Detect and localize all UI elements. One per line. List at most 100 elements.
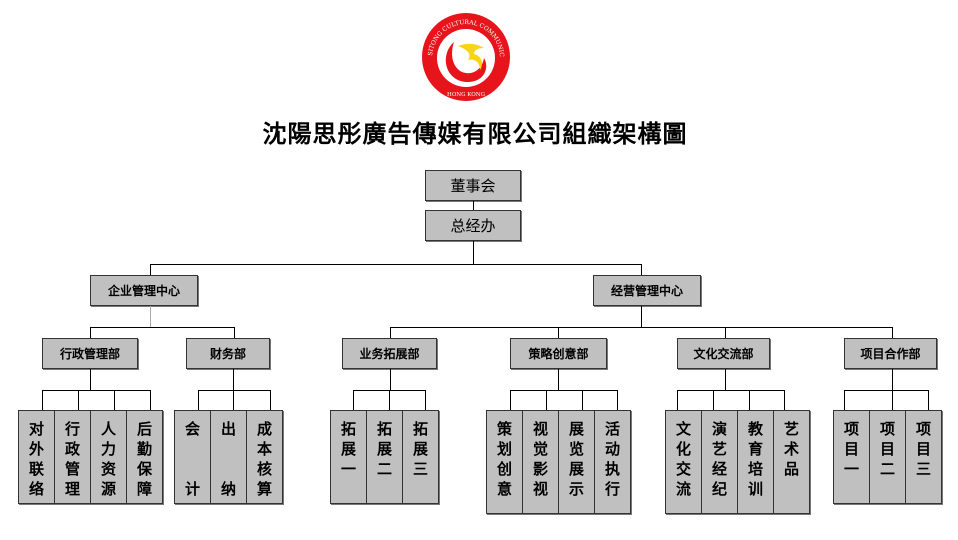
connector: [150, 264, 151, 275]
unit-label: 拓展二: [376, 420, 392, 478]
unit-label: 拓展一: [340, 420, 356, 478]
connector: [844, 390, 845, 410]
connector: [90, 327, 235, 328]
unit-strategy-box: 策划创意: [486, 410, 523, 514]
connector: [892, 327, 893, 338]
operations-center-box: 经营管理中心: [593, 275, 701, 306]
company-logo: SITONG CULTURAL COMMUNICATION CO.,LTD HO…: [415, 7, 514, 102]
connector: [844, 390, 929, 391]
connector: [389, 390, 390, 410]
board-box: 董事会: [425, 170, 521, 201]
dept-project-box: 项目合作部: [844, 338, 937, 369]
unit-finance-box: 会 计: [174, 410, 211, 504]
connector: [677, 390, 785, 391]
connector: [390, 327, 893, 328]
unit-label: 出 纳: [220, 420, 236, 498]
dept-strategy-box: 策略创意部: [510, 338, 607, 369]
unit-label: 项目一: [843, 420, 859, 478]
connector: [641, 306, 642, 327]
unit-finance-box: 成本核算: [246, 410, 283, 504]
connector: [390, 327, 391, 338]
dept-admin-box: 行政管理部: [42, 338, 138, 369]
connector: [42, 390, 151, 391]
connector: [892, 390, 893, 410]
unit-label: 后勤保障: [136, 420, 152, 498]
unit-culture-box: 艺术品: [773, 410, 810, 514]
connector: [892, 369, 893, 390]
unit-label: 视觉影视: [532, 420, 548, 498]
connector: [150, 390, 151, 410]
connector: [150, 264, 642, 265]
connector: [784, 390, 785, 410]
unit-admin-box: 对外联络: [18, 410, 55, 504]
connector: [114, 390, 115, 410]
unit-label: 项目二: [879, 420, 895, 478]
connector: [677, 390, 678, 410]
connector: [233, 390, 234, 410]
connector: [233, 369, 234, 390]
unit-strategy-box: 视觉影视: [522, 410, 559, 514]
connector: [558, 327, 559, 338]
unit-label: 文化交流: [675, 420, 691, 498]
connector: [928, 390, 929, 410]
unit-label: 艺术品: [783, 420, 799, 478]
unit-admin-box: 后勤保障: [126, 410, 163, 504]
connector: [749, 390, 750, 410]
unit-admin-box: 行政管理: [54, 410, 91, 504]
connector: [473, 241, 474, 264]
connector: [582, 390, 583, 410]
dept-finance-box: 财务部: [186, 338, 270, 369]
connector: [546, 390, 547, 410]
unit-label: 成本核算: [256, 420, 272, 498]
connector: [510, 390, 618, 391]
unit-label: 项目三: [915, 420, 931, 478]
connector: [234, 327, 235, 338]
connector: [425, 390, 426, 410]
unit-strategy-box: 展览展示: [558, 410, 595, 514]
unit-business-box: 拓展三: [402, 410, 439, 504]
unit-label: 人力资源: [100, 420, 116, 498]
unit-culture-box: 演艺经纪: [701, 410, 738, 514]
page-title: 沈陽思彤廣告傳媒有限公司組織架構圖: [262, 120, 688, 148]
unit-label: 教育培训: [747, 420, 763, 498]
unit-label: 演艺经纪: [711, 420, 727, 498]
unit-finance-box: 出 纳: [210, 410, 247, 504]
connector: [198, 390, 199, 410]
connector: [390, 369, 391, 390]
connector: [725, 327, 726, 338]
unit-strategy-box: 活动执行: [594, 410, 631, 514]
connector: [90, 327, 91, 338]
connector: [90, 369, 91, 390]
enterprise-center-box: 企业管理中心: [90, 275, 198, 306]
connector: [150, 306, 151, 327]
unit-label: 策划创意: [496, 420, 512, 498]
unit-project-box: 项目二: [869, 410, 906, 504]
gm-office-box: 总经办: [425, 210, 521, 241]
connector: [353, 390, 354, 410]
unit-label: 拓展三: [412, 420, 428, 478]
unit-admin-box: 人力资源: [90, 410, 127, 504]
unit-project-box: 项目三: [905, 410, 942, 504]
connector: [78, 390, 79, 410]
connector: [473, 201, 474, 210]
connector: [198, 390, 271, 391]
unit-label: 活动执行: [604, 420, 620, 498]
connector: [617, 390, 618, 410]
connector: [558, 369, 559, 390]
unit-label: 对外联络: [28, 420, 44, 498]
unit-business-box: 拓展二: [366, 410, 403, 504]
connector: [270, 390, 271, 410]
unit-label: 行政管理: [64, 420, 80, 498]
dept-culture-box: 文化交流部: [677, 338, 770, 369]
dept-business-box: 业务拓展部: [342, 338, 437, 369]
connector: [42, 390, 43, 410]
unit-label: 展览展示: [568, 420, 584, 498]
unit-business-box: 拓展一: [330, 410, 367, 504]
unit-culture-box: 教育培训: [737, 410, 774, 514]
connector: [713, 390, 714, 410]
connector: [510, 390, 511, 410]
connector: [725, 369, 726, 390]
svg-text:HONG KONG: HONG KONG: [447, 92, 485, 98]
unit-label: 会 计: [184, 420, 200, 498]
unit-project-box: 项目一: [833, 410, 870, 504]
